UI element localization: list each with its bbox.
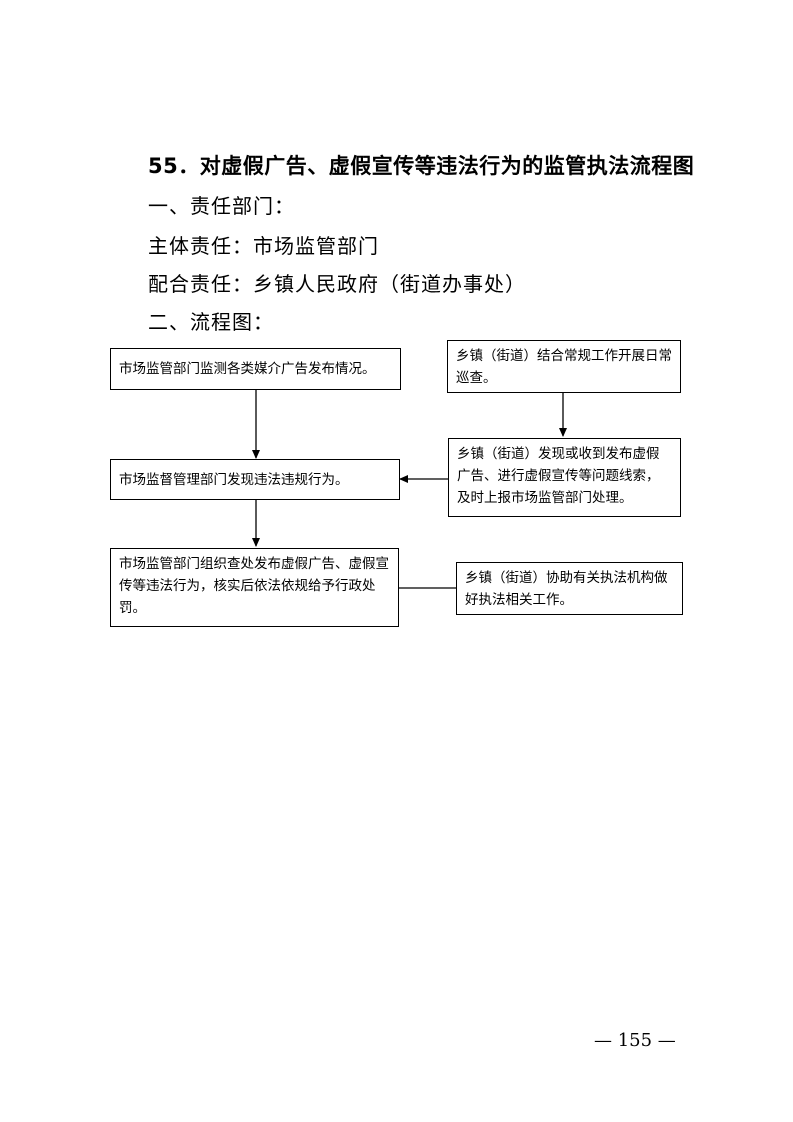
flow-box-assist: 乡镇（街道）协助有关执法机构做好执法相关工作。 [456, 562, 683, 615]
flow-box-monitor: 市场监管部门监测各类媒介广告发布情况。 [110, 348, 401, 390]
flow-box-patrol: 乡镇（街道）结合常规工作开展日常巡查。 [447, 340, 681, 393]
flow-box-patrol-text: 乡镇（街道）结合常规工作开展日常巡查。 [456, 348, 672, 386]
section-flowchart: 二、流程图： [148, 310, 274, 334]
document-title: 55．对虚假广告、虚假宣传等违法行为的监管执法流程图 [148, 154, 695, 178]
flow-box-discover-text: 市场监督管理部门发现违法违规行为。 [119, 471, 349, 488]
flow-box-punish-text: 市场监管部门组织查处发布虚假广告、虚假宣传等违法行为，核实后依法依规给予行政处罚… [119, 556, 389, 616]
section-responsible-departments: 一、责任部门： [148, 194, 295, 218]
flow-box-discover: 市场监督管理部门发现违法违规行为。 [110, 459, 400, 500]
page-number: — 155 — [594, 1030, 676, 1051]
flow-box-assist-text: 乡镇（街道）协助有关执法机构做好执法相关工作。 [465, 570, 668, 608]
primary-responsibility: 主体责任：市场监管部门 [148, 234, 379, 258]
flow-box-monitor-text: 市场监管部门监测各类媒介广告发布情况。 [119, 361, 376, 377]
flow-box-report: 乡镇（街道）发现或收到发布虚假广告、进行虚假宣传等问题线索，及时上报市场监管部门… [448, 438, 681, 517]
flow-box-report-text: 乡镇（街道）发现或收到发布虚假广告、进行虚假宣传等问题线索，及时上报市场监管部门… [457, 446, 660, 506]
flow-box-punish: 市场监管部门组织查处发布虚假广告、虚假宣传等违法行为，核实后依法依规给予行政处罚… [110, 548, 399, 627]
secondary-responsibility: 配合责任：乡镇人民政府（街道办事处） [148, 272, 526, 296]
